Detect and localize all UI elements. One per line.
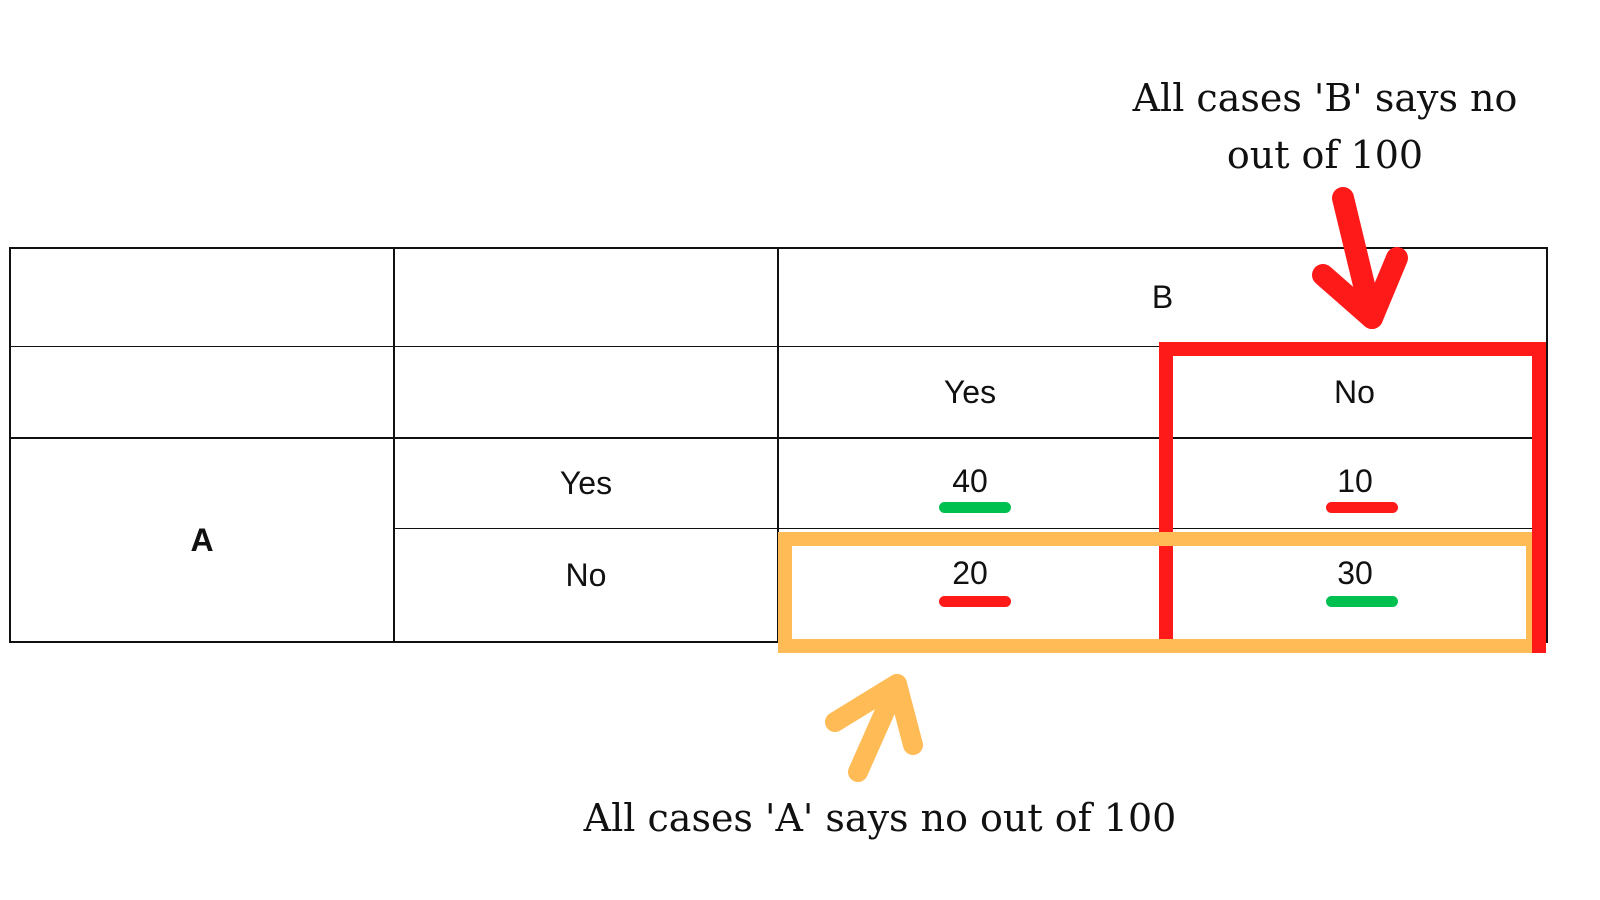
green-underline-mark <box>1326 596 1398 607</box>
red-underline-mark <box>939 596 1011 607</box>
column-header-no: No <box>1334 374 1375 410</box>
a-no-row-highlight-edge <box>1159 639 1532 653</box>
cell-a-no-b-yes: 20 <box>952 555 988 591</box>
table-row-divider <box>10 437 1548 439</box>
a-no-row-highlight-edge <box>1159 532 1173 546</box>
cell-a-no-b-no: 30 <box>1337 555 1373 591</box>
table-border-top <box>10 247 1548 249</box>
annotation-a-says-no: All cases 'A' says no out of 100 <box>583 796 1177 840</box>
b-no-column-highlight-edge <box>1532 532 1546 653</box>
orange-up-arrow-icon <box>825 674 923 782</box>
row-group-header-a: A <box>190 521 214 558</box>
table-border-left <box>9 247 11 643</box>
table-border-right <box>1546 247 1548 643</box>
table-col-divider <box>393 247 395 643</box>
table-col-divider <box>777 247 779 643</box>
column-header-yes: Yes <box>943 374 997 410</box>
row-header-no: No <box>565 556 607 593</box>
cell-a-yes-b-yes: 40 <box>952 463 988 499</box>
red-underline-mark <box>1326 502 1398 513</box>
table-row-divider <box>10 346 1548 347</box>
table-row-divider <box>394 528 1548 529</box>
red-down-arrow-icon <box>1312 187 1408 329</box>
column-group-header-b: B <box>1151 278 1174 315</box>
annotation-b-says-no: All cases 'B' says no out of 100 <box>1132 76 1518 177</box>
cell-a-yes-b-no: 10 <box>1337 463 1373 499</box>
green-underline-mark <box>939 502 1011 513</box>
row-header-yes: Yes <box>559 465 613 501</box>
